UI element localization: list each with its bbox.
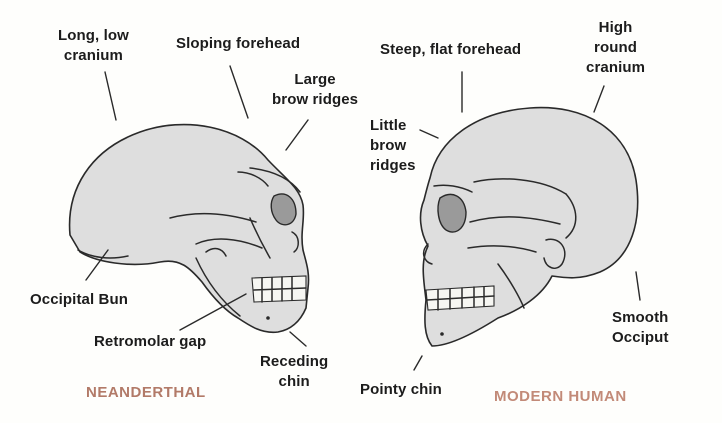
- label-smooth-occiput-line1: Smooth: [612, 308, 669, 328]
- label-high-round-cranium-line3: cranium: [586, 58, 645, 78]
- label-retromolar-gap: Retromolar gap: [94, 332, 206, 352]
- label-high-round-cranium-line1: High: [586, 18, 645, 38]
- label-receding-chin-line2: chin: [260, 372, 328, 392]
- label-little-brow-ridges-line3: ridges: [370, 156, 416, 176]
- caption-neanderthal: NEANDERTHAL: [86, 384, 206, 401]
- label-steep-flat-forehead: Steep, flat forehead: [380, 40, 521, 60]
- label-long-low-cranium: Long, low cranium: [58, 26, 129, 66]
- label-long-low-cranium-line2: cranium: [58, 46, 129, 66]
- label-large-brow-ridges: Large brow ridges: [272, 70, 358, 110]
- label-receding-chin-line1: Receding: [260, 352, 328, 372]
- label-smooth-occiput: Smooth Occiput: [612, 308, 669, 348]
- label-pointy-chin: Pointy chin: [360, 380, 442, 400]
- label-long-low-cranium-line1: Long, low: [58, 26, 129, 46]
- mental-foramen: [440, 332, 444, 336]
- label-sloping-forehead: Sloping forehead: [176, 34, 300, 54]
- label-little-brow-ridges: Little brow ridges: [370, 116, 416, 176]
- label-occipital-bun: Occipital Bun: [30, 290, 128, 310]
- label-large-brow-ridges-line2: brow ridges: [272, 90, 358, 110]
- label-little-brow-ridges-line1: Little: [370, 116, 416, 136]
- caption-modern-human: MODERN HUMAN: [494, 388, 627, 405]
- label-receding-chin: Receding chin: [260, 352, 328, 392]
- label-high-round-cranium: High round cranium: [586, 18, 645, 78]
- mental-foramen: [266, 316, 270, 320]
- label-smooth-occiput-line2: Occiput: [612, 328, 669, 348]
- modern-human-skull: [421, 108, 638, 346]
- label-large-brow-ridges-line1: Large: [272, 70, 358, 90]
- label-high-round-cranium-line2: round: [586, 38, 645, 58]
- label-little-brow-ridges-line2: brow: [370, 136, 416, 156]
